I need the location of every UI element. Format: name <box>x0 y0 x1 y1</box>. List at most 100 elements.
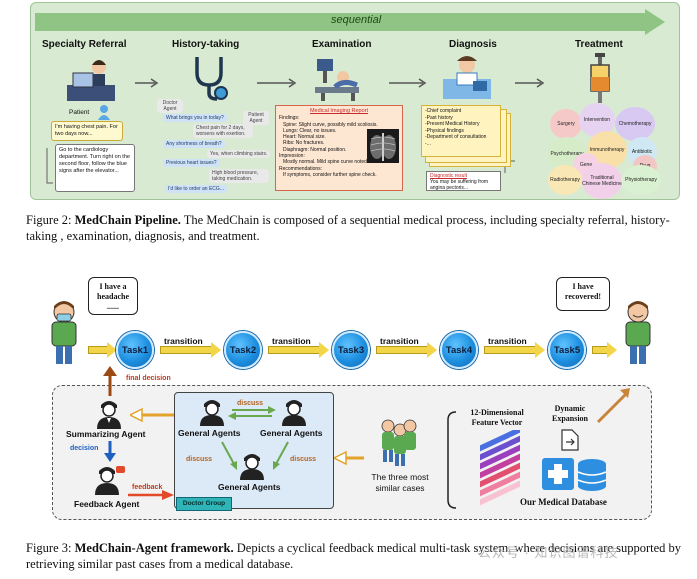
transition-label-2: transition <box>272 336 311 346</box>
medical-record-sheet: -Chief complaint -Past history -Present … <box>421 105 501 157</box>
report-line-1: Findings: <box>279 115 300 122</box>
task3-node: Task3 <box>332 331 370 369</box>
feedback-label: feedback <box>132 484 163 491</box>
transition-arrow-3-head <box>427 342 437 358</box>
decision-arrow <box>104 441 116 462</box>
summarizing-agent-label: Summarizing Agent <box>66 429 146 439</box>
discuss-label-top: discuss <box>237 400 264 407</box>
discuss-label-left: discuss <box>186 456 213 463</box>
history-chat-2: Chest pain for 2 days, worsens with exer… <box>193 124 253 138</box>
general-agents-label-2: General Agents <box>260 428 323 438</box>
referral-reply-bubble: Go to the cardiology department. Turn ri… <box>55 144 135 192</box>
vector-bar-5 <box>480 462 520 488</box>
patient-agent-tag: Patient Agent <box>243 111 269 125</box>
sequential-label: sequential <box>331 14 382 26</box>
transition-arrow-1 <box>160 346 212 354</box>
feedback-arrow <box>128 490 174 500</box>
stage-title-referral: Specialty Referral <box>42 39 127 50</box>
report-line-4: Heart: Normal size. <box>283 134 326 141</box>
transition-label-4: transition <box>488 336 527 346</box>
discuss-label-right: discuss <box>290 456 317 463</box>
medical-database-icon <box>542 458 607 491</box>
general-agent-icon-3 <box>240 454 264 480</box>
cases-bracket <box>447 411 457 509</box>
watermark-text: 公众号 · 知识图谱科技 <box>478 545 619 560</box>
history-chat-7: I'd like to order an ECG... <box>165 185 227 193</box>
task4-node: Task4 <box>440 331 478 369</box>
history-chat-1: What brings you in today? <box>163 114 227 122</box>
recovered-speech-bubble: I have recovered! <box>556 277 610 311</box>
recovered-patient-icon <box>625 301 651 364</box>
general-agents-label-1: General Agents <box>178 428 241 438</box>
reception-desk-icon <box>67 60 115 101</box>
arrow-to-task1-head <box>107 342 117 358</box>
report-line-9: Recommendations: <box>279 165 323 172</box>
report-title: Medical Imaging Report <box>309 108 369 114</box>
flow-arrow-1-head <box>150 78 159 88</box>
figure2-panel: sequential Specialty Referral History-ta… <box>30 2 680 200</box>
flow-arrow-4-head <box>536 78 545 88</box>
transition-arrow-1-head <box>211 342 221 358</box>
transition-arrow-4 <box>484 346 536 354</box>
arrow-from-task5-head <box>607 342 617 358</box>
task2-node: Task2 <box>224 331 262 369</box>
diagnostic-result-text: You may be suffering from angina pectori… <box>430 179 489 191</box>
history-chat-6: High blood pressure, taking medication. <box>209 169 269 183</box>
chest-xray-image <box>367 129 399 163</box>
figure2-caption-bold: MedChain Pipeline. <box>74 213 181 227</box>
task5-node: Task5 <box>548 331 586 369</box>
general-agents-label-3: General Agents <box>218 482 281 492</box>
vector-bar-4 <box>480 453 520 479</box>
figure3-caption-bold: MedChain-Agent framework. <box>74 541 234 555</box>
transition-arrow-3 <box>376 346 428 354</box>
doctor-group-tag: Doctor Group <box>176 497 232 511</box>
sequential-arrowhead <box>645 9 665 35</box>
figure3-caption: Figure 3: MedChain-Agent framework. Depi… <box>26 540 686 572</box>
stethoscope-icon <box>195 57 228 101</box>
figure2-caption: Figure 2: MedChain Pipeline. The MedChai… <box>26 212 686 244</box>
record-line-6: -... <box>425 140 431 147</box>
document-export-icon <box>561 429 579 451</box>
vector-bar-6 <box>480 471 520 497</box>
treatment-physiotherapy: Physiotherapy <box>621 165 661 195</box>
final-decision-arrow <box>103 366 117 396</box>
sick-patient-icon <box>51 301 77 364</box>
vector-bar-3 <box>480 444 520 470</box>
report-line-3: Lungs: Clear, no issues. <box>283 127 337 134</box>
task1-node: Task1 <box>116 331 154 369</box>
final-decision-label: final decision <box>126 375 171 382</box>
expansion-arrow <box>596 388 630 424</box>
decision-label: decision <box>70 445 99 452</box>
feature-vector-title: 12-Dimensional Feature Vector <box>470 408 524 427</box>
feedback-agent-icon <box>95 466 125 495</box>
diagnostic-result-box: Diagnostic result You may be suffering f… <box>426 171 501 191</box>
arrow-from-task5 <box>592 346 608 354</box>
vector-bar-2 <box>480 435 520 461</box>
flow-arrow-3-head <box>418 78 427 88</box>
syringe-icon <box>590 53 610 103</box>
treatment-surgery: Surgery <box>550 109 582 139</box>
patient-speech-bubble: I'm having chest pain. For two days now.… <box>51 121 123 141</box>
figure2-caption-text: The MedChain is composed of a sequential… <box>26 213 670 243</box>
treatment-radiotherapy: Radiotherapy <box>548 165 582 195</box>
transition-arrow-4-head <box>535 342 545 358</box>
cases-to-group-arrow <box>334 450 364 466</box>
stage-title-diagnosis: Diagnosis <box>449 39 497 50</box>
sequential-arrow-bar <box>35 13 645 31</box>
record-line-4: -Physical findings <box>425 127 464 134</box>
medical-database-label: Our Medical Database <box>520 497 607 507</box>
doctor-agent-tag: Doctor Agent <box>157 99 183 113</box>
group-to-summarizer-arrow <box>130 408 174 422</box>
feature-vector-bars <box>480 430 520 506</box>
general-agent-icon-2 <box>282 400 306 426</box>
report-line-8: Mostly normal. Mild spine curve noted. <box>283 159 369 166</box>
doctor-computer-icon <box>443 56 491 99</box>
transition-label-1: transition <box>164 336 203 346</box>
transition-arrow-2-head <box>319 342 329 358</box>
report-line-2: Spine: Slight curve, possibly mild scoli… <box>283 121 378 128</box>
record-line-2: -Past history <box>425 114 453 121</box>
general-agent-icon-1 <box>200 400 224 426</box>
record-line-5: -Department of consultation <box>425 134 487 140</box>
transition-label-3: transition <box>380 336 419 346</box>
diagnostic-result-title: Diagnostic result <box>430 173 467 179</box>
